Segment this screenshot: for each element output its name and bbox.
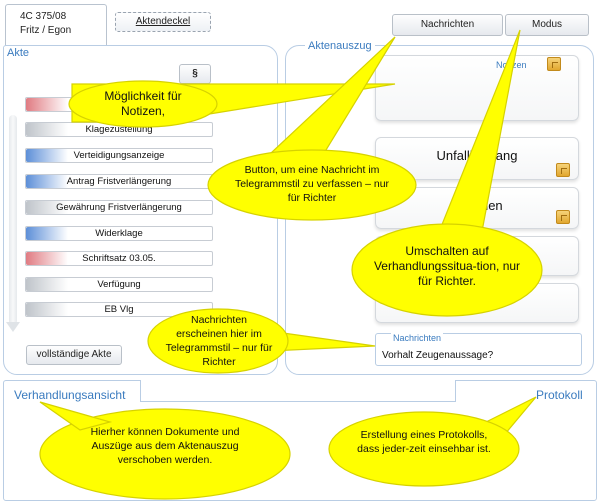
notes-card[interactable]: Notizen xyxy=(375,55,579,121)
verhandlungsansicht-title: Verhandlungsansicht xyxy=(11,388,129,402)
case-parties: Fritz / Egon xyxy=(20,25,72,36)
callout-documents-ellipse xyxy=(39,408,291,500)
callout-protocol-ellipse xyxy=(328,411,520,487)
document-item[interactable]: Widerklage xyxy=(25,226,213,241)
protokoll-title: Protokoll xyxy=(533,388,586,402)
callout-messages-ellipse xyxy=(147,308,289,374)
akte-title: Akte xyxy=(4,47,33,59)
callout-documents-text: Hierher können Dokumente und Auszüge aus… xyxy=(90,426,240,466)
case-number: 4C 375/08 xyxy=(20,11,67,22)
callout-mode-bubble xyxy=(434,29,521,243)
modus-button[interactable]: Modus xyxy=(505,14,589,36)
message-text: Vorhalt Zeugenaussage? xyxy=(382,350,494,361)
nachrichten-button[interactable]: Nachrichten xyxy=(392,14,503,36)
aktenauszug-title: Aktenauszug xyxy=(305,40,375,52)
messages-label: Nachrichten xyxy=(391,333,444,343)
messages-box: Nachrichten Vorhalt Zeugenaussage? xyxy=(375,333,582,366)
document-item[interactable]: Schriftsatz 03.05. xyxy=(25,251,213,266)
scroll-arrow-icon xyxy=(6,322,20,332)
callout-button-ellipse xyxy=(207,149,417,221)
callout-protocol-text: Erstellung eines Protokolls, dass jeder-… xyxy=(357,429,491,455)
callout-notes-text: Möglichkeit für Notizen, xyxy=(104,89,182,118)
callout-messages-text: Nachrichten erscheinen hier im Telegramm… xyxy=(165,314,273,368)
note-icon[interactable] xyxy=(556,163,570,177)
document-item[interactable]: Verfügung xyxy=(25,277,213,292)
document-item[interactable]: Antrag Fristverlängerung xyxy=(25,174,213,189)
document-item[interactable]: Gewährung Fristverlängerung xyxy=(25,200,213,215)
case-header: 4C 375/08 Fritz / Egon xyxy=(5,4,107,46)
note-icon[interactable] xyxy=(556,210,570,224)
bottom-panel-divider xyxy=(140,380,456,402)
callout-mode-ellipse xyxy=(351,223,543,317)
full-file-button[interactable]: vollständige Akte xyxy=(26,345,122,365)
document-item[interactable]: Verteidigungsanzeige xyxy=(25,148,213,163)
callout-docs-tail xyxy=(39,401,113,431)
callout-mode-text: Umschalten auf Verhandlungssitua-tion, n… xyxy=(373,244,521,288)
document-scrollbar[interactable] xyxy=(9,115,17,325)
note-icon[interactable] xyxy=(547,57,561,71)
document-item[interactable]: EB Vlg xyxy=(25,302,213,317)
aktendeckel-button[interactable]: Aktendeckel xyxy=(115,12,211,32)
callout-button-text: Button, um eine Nachricht im Telegrammst… xyxy=(234,164,390,204)
